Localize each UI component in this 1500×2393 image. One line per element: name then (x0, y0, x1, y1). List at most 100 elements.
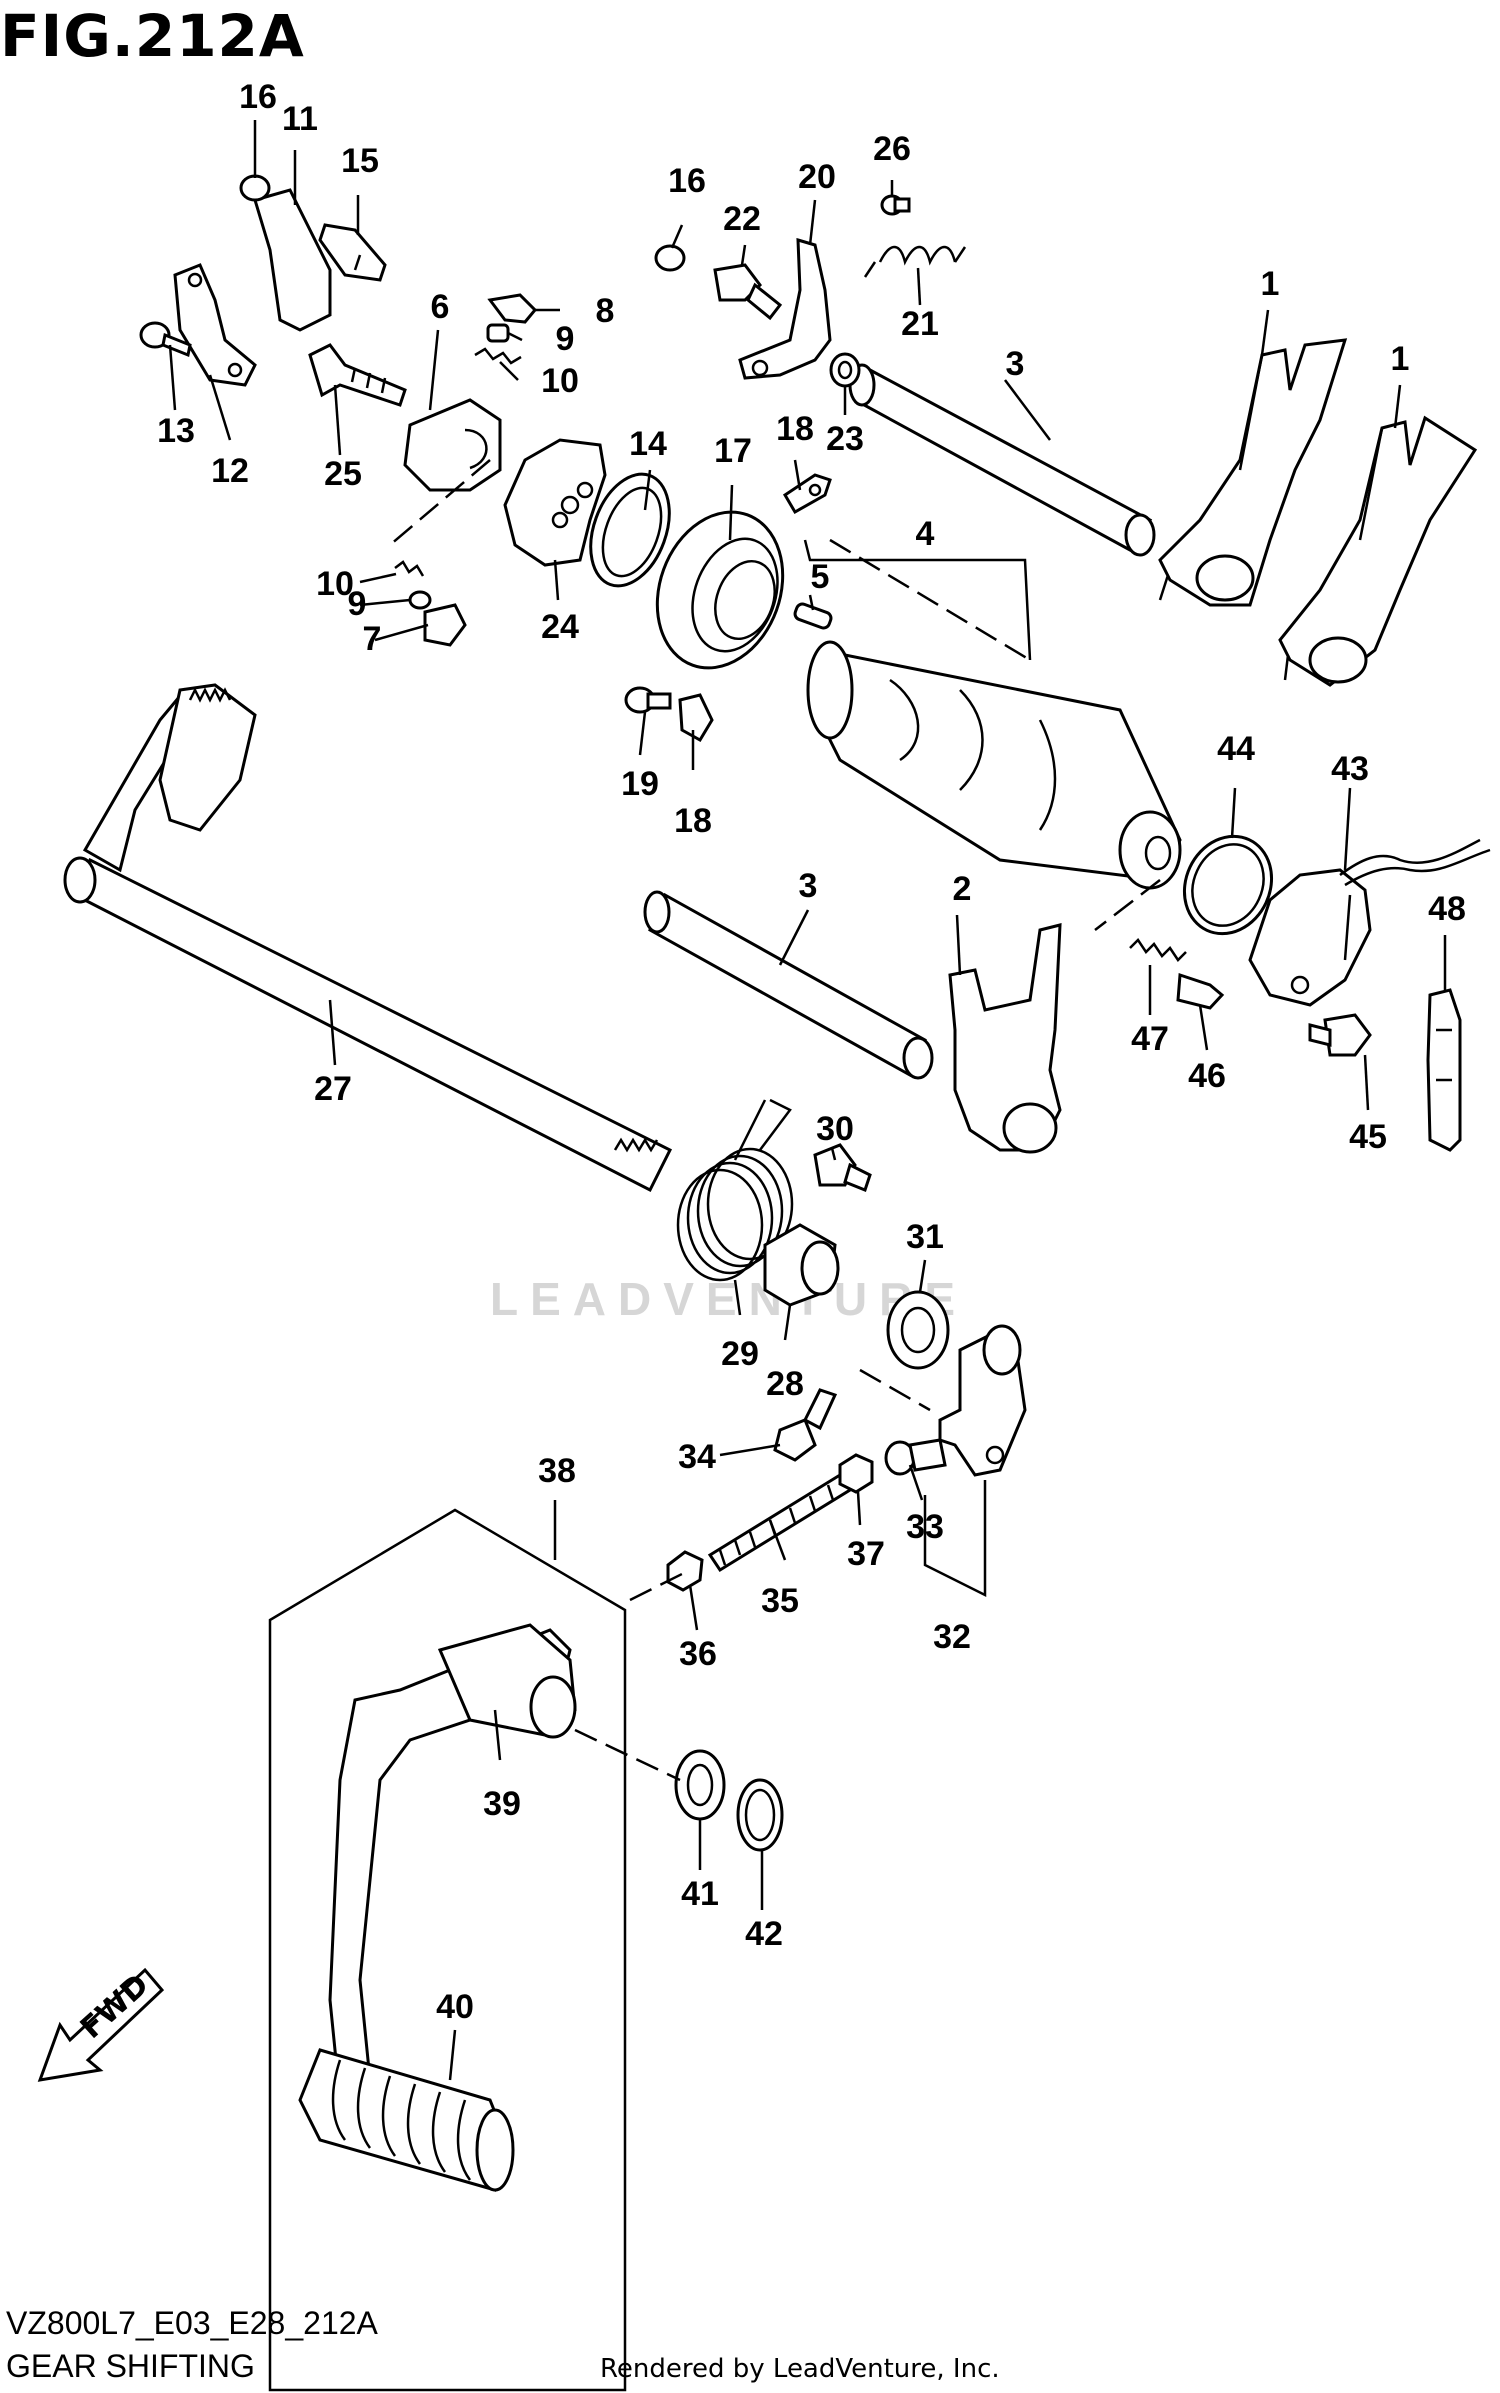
collar-28[interactable] (763, 1223, 840, 1307)
callout-44: 44 (1217, 730, 1255, 768)
gear-shift-arm-32[interactable] (938, 1324, 1027, 1477)
spring-10-lower[interactable] (394, 560, 425, 577)
callout-7: 7 (363, 620, 382, 658)
shift-fork-1b[interactable] (1278, 415, 1478, 687)
bolt-34[interactable] (773, 1388, 838, 1462)
stud-bolt-22[interactable] (713, 263, 783, 321)
watermark-text: LEADVENTURE (490, 1273, 968, 1325)
washer-18-lower[interactable] (678, 693, 714, 743)
bolt-25[interactable] (308, 343, 407, 407)
gearshift-link-rod-35[interactable] (707, 1472, 853, 1573)
circlip-42[interactable] (736, 1778, 784, 1852)
callout-45: 45 (1349, 1118, 1387, 1156)
callout-3a: 3 (1006, 345, 1025, 383)
fork-shaft-upper[interactable] (848, 363, 1156, 557)
switch-contact-46[interactable] (1176, 972, 1225, 1010)
bolt-45[interactable] (1308, 1013, 1372, 1057)
screw-13[interactable] (139, 321, 192, 358)
washer-41[interactable] (674, 1749, 726, 1821)
o-ring-14[interactable] (576, 463, 683, 597)
callout-33: 33 (906, 1508, 944, 1546)
gear-shift-shaft-27[interactable] (63, 683, 673, 1193)
callout-39: 39 (483, 1785, 521, 1823)
callout-30: 30 (816, 1110, 854, 1148)
plate-11[interactable] (253, 188, 332, 332)
callout-25: 25 (324, 455, 362, 493)
fwd-arrow-icon: FWD (37, 1967, 165, 2082)
callout-38: 38 (538, 1452, 576, 1490)
callout-20: 20 (798, 158, 836, 196)
callout-14: 14 (629, 425, 667, 463)
callout-1a: 1 (1261, 265, 1280, 303)
callout-34: 34 (678, 1438, 716, 1476)
gear-shift-cam-drum[interactable] (806, 640, 1182, 890)
callout-40: 40 (436, 1988, 474, 2026)
wiring-clamp-48[interactable] (1426, 988, 1462, 1152)
callout-5: 5 (811, 558, 830, 596)
callout-8: 8 (596, 292, 615, 330)
o-ring-44[interactable] (1169, 822, 1287, 948)
callout-32: 32 (933, 1618, 971, 1656)
callout-28: 28 (766, 1365, 804, 1403)
oil-seal-31[interactable] (886, 1290, 950, 1370)
callout-21: 21 (901, 305, 939, 343)
shift-fork-2[interactable] (948, 923, 1062, 1154)
fork-shaft-lower[interactable] (643, 890, 934, 1080)
washer-18-upper[interactable] (782, 473, 832, 515)
joint-33[interactable] (884, 1438, 947, 1476)
callout-41: 41 (681, 1875, 719, 1913)
callout-24: 24 (541, 608, 579, 646)
spring-47[interactable] (1129, 938, 1187, 962)
callout-labels: 1 1 2 3 3 4 5 6 7 8 9 9 10 10 11 12 13 1… (157, 78, 1466, 2026)
stopper-arm-20[interactable] (738, 237, 832, 380)
cam-stopper-plate-24[interactable] (503, 438, 607, 567)
callout-46: 46 (1188, 1057, 1226, 1095)
callout-16b: 16 (668, 162, 706, 200)
callout-19: 19 (621, 765, 659, 803)
spring-stopper-bolt-30[interactable] (813, 1143, 872, 1192)
callout-26: 26 (873, 130, 911, 168)
callout-2: 2 (953, 870, 972, 908)
callout-9a: 9 (556, 320, 575, 358)
callout-22: 22 (723, 200, 761, 238)
leader-lines (168, 120, 1447, 2081)
pin-9-lower[interactable] (408, 590, 432, 610)
shift-fork-1a[interactable] (1158, 338, 1348, 607)
figure-title: FIG.212A (0, 2, 305, 70)
gear-position-sensor-43[interactable] (1248, 838, 1491, 1007)
cam-driven-plate-6[interactable] (403, 398, 502, 492)
callout-15: 15 (341, 142, 379, 180)
callout-18a: 18 (776, 410, 814, 448)
bolt-19[interactable] (624, 686, 672, 714)
return-spring-21[interactable] (863, 245, 967, 278)
stopper-plate-12[interactable] (173, 263, 257, 387)
callout-10b: 10 (316, 565, 354, 603)
diagram-code: VZ800L7_E03_E28_212A (6, 2305, 378, 2341)
pin-9-upper[interactable] (486, 323, 510, 343)
pawl-8[interactable] (487, 293, 538, 324)
render-credit: Rendered by LeadVenture, Inc. (600, 2354, 1000, 2384)
callout-6: 6 (431, 288, 450, 326)
nut-16-center[interactable] (654, 244, 686, 272)
nut-16-left[interactable] (239, 174, 271, 202)
pawl-7[interactable] (423, 603, 467, 647)
callout-47: 47 (1131, 1020, 1169, 1058)
callout-37: 37 (847, 1535, 885, 1573)
shift-shaft-return-spring-29[interactable] (676, 1098, 794, 1282)
nut-37[interactable] (838, 1453, 874, 1494)
stud-bolt-15[interactable] (318, 223, 387, 282)
gear-shift-lever-assembly-38[interactable] (268, 1508, 627, 2392)
callout-16a: 16 (239, 78, 277, 116)
spring-10-upper[interactable] (474, 347, 522, 365)
cam-pin-5[interactable] (793, 602, 833, 630)
callout-42: 42 (745, 1915, 783, 1953)
callout-12: 12 (211, 452, 249, 490)
bearing-17[interactable] (636, 494, 803, 685)
callout-11: 11 (282, 100, 318, 138)
nut-36[interactable] (666, 1550, 704, 1592)
washer-23[interactable] (829, 352, 861, 388)
callout-27: 27 (314, 1070, 352, 1108)
screw-26[interactable] (880, 194, 911, 216)
callout-4: 4 (916, 515, 935, 553)
